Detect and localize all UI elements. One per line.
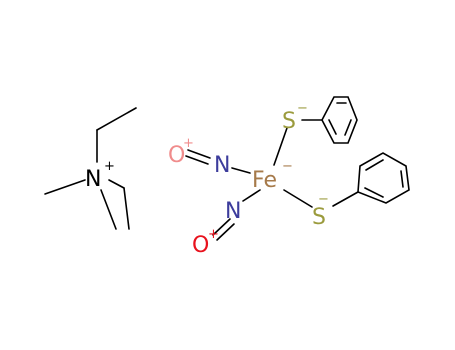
charge-ammonium-n: + bbox=[104, 159, 115, 174]
bond-fe-s2 bbox=[283, 189, 313, 208]
atom-label-fe: Fe bbox=[252, 168, 277, 193]
bond-n-ch3-left bbox=[44, 179, 86, 195]
charge-o1: + bbox=[183, 136, 194, 151]
bond-n1-fe bbox=[231, 167, 251, 174]
phenyl-1-inner-c bbox=[328, 119, 337, 135]
bond-fe-s1 bbox=[273, 127, 288, 166]
phenyl-2-inner-a bbox=[365, 159, 384, 171]
ammonium-cation: N + bbox=[44, 107, 137, 230]
bond-n2-o2-b bbox=[216, 223, 235, 241]
bond-s2-ph2 bbox=[332, 191, 359, 207]
atom-label-n2: N bbox=[225, 199, 241, 224]
atom-label-o2: O bbox=[192, 233, 209, 258]
atom-label-n1: N bbox=[214, 153, 230, 178]
bond-ch2-ch3-top bbox=[96, 107, 137, 131]
atom-label-s1: S bbox=[282, 109, 296, 134]
bond-double-vinyl bbox=[123, 187, 130, 230]
charge-o2: + bbox=[208, 227, 219, 242]
atom-label-o1: O bbox=[168, 143, 185, 168]
atom-label-s2: S bbox=[312, 205, 326, 230]
bond-o1-n1-a bbox=[187, 149, 211, 159]
iron-complex: O + N Fe − N O + S − S − bbox=[168, 96, 410, 258]
bond-o1-n1-b bbox=[185, 155, 209, 165]
charge-s2: − bbox=[318, 192, 329, 207]
bond-n-ch-down bbox=[100, 189, 117, 230]
phenyl-ring-2 bbox=[357, 152, 410, 204]
charge-fe: − bbox=[282, 159, 293, 174]
bond-n2-o2-a bbox=[212, 218, 231, 236]
bond-n2-fe bbox=[242, 189, 261, 202]
phenyl-ring-1 bbox=[321, 96, 358, 144]
atom-label-ammonium-n: N bbox=[85, 167, 101, 192]
charge-s1: − bbox=[297, 101, 308, 116]
phenyl-2-inner-c bbox=[364, 187, 384, 198]
bond-n-ch-right bbox=[108, 179, 125, 189]
phenyl-2-inner-b bbox=[400, 170, 404, 188]
phenyl-1-inner-b bbox=[344, 119, 352, 136]
